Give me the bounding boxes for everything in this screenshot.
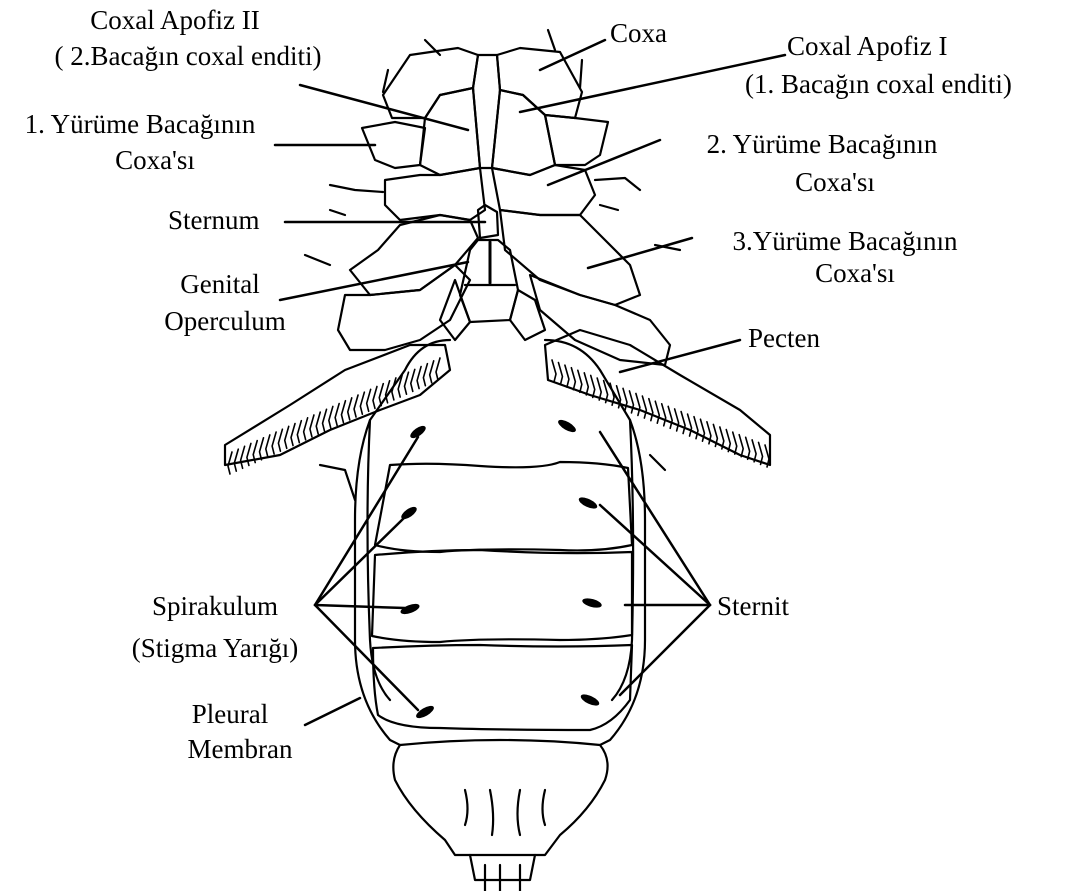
label-pleural-line2: Membran [170, 733, 310, 766]
pecten-tooth [404, 372, 408, 394]
pecten-teeth-left [228, 358, 440, 474]
pecten-tooth [700, 419, 704, 441]
pecten-tooth [354, 395, 358, 417]
metasoma [393, 740, 607, 891]
pecten-tooth [272, 432, 276, 454]
pecten-tooth [694, 417, 698, 439]
pecten-tooth [417, 367, 421, 389]
pecten-tooth [662, 404, 666, 426]
pecten-tooth [578, 370, 582, 392]
label-sternit: Sternit [717, 590, 789, 623]
pecten-tooth [304, 418, 308, 440]
pecten-tooth [558, 363, 562, 385]
pecten-tooth [234, 449, 238, 471]
label-yurume-1-line2: Coxa'sı [90, 144, 220, 177]
pecten-tooth [335, 404, 339, 426]
pecten-tooth [411, 369, 415, 391]
pecten-tooth [341, 401, 345, 423]
pecten-tooth [552, 360, 556, 382]
pecten-tooth [241, 446, 245, 468]
pecten-tooth [436, 358, 440, 380]
label-pecten: Pecten [748, 322, 820, 355]
pecten-tooth [739, 435, 743, 457]
pecten-tooth [373, 386, 377, 408]
pecten-tooth [623, 388, 627, 410]
coxa-plates [338, 48, 670, 365]
label-sternum: Sternum [168, 204, 260, 237]
pecten-tooth [323, 409, 327, 431]
pecten-tooth [367, 389, 371, 411]
pecten-tooth [348, 398, 352, 420]
label-pleural-line1: Pleural [170, 698, 290, 731]
label-coxal-apofiz-1-line1: Coxal Apofiz I [787, 30, 947, 63]
pecten-tooth [584, 373, 588, 395]
pecten-tooth [278, 429, 282, 451]
pecten-tooth [316, 412, 320, 434]
label-yurume-2-line1: 2. Yürüme Bacağının [672, 128, 972, 161]
mesosoma-body [355, 340, 645, 745]
pecten-tooth [285, 426, 289, 448]
pleural-legs [320, 455, 665, 500]
label-coxal-apofiz-1-line2: (1. Bacağın coxal enditi) [745, 68, 1012, 101]
label-yurume-3-line2: Coxa'sı [790, 257, 920, 290]
pecten-tooth [649, 399, 653, 421]
pecten-tooth [360, 392, 364, 414]
label-coxal-apofiz-2-line1: Coxal Apofiz II [60, 4, 290, 37]
pecten-tooth [247, 443, 251, 465]
pecten-tooth [629, 391, 633, 413]
pecten-tooth [266, 435, 270, 457]
pecten-tooth [571, 368, 575, 390]
pecten-tooth [329, 406, 333, 428]
pecten-tooth [642, 396, 646, 418]
label-coxa: Coxa [610, 17, 667, 50]
label-genital-line2: Operculum [140, 305, 310, 338]
label-genital-line1: Genital [150, 268, 290, 301]
pecten-tooth [668, 406, 672, 428]
pecten-tooth [675, 409, 679, 431]
pecten-tooth [260, 438, 264, 460]
pecten-tooth [310, 415, 314, 437]
pecten-left [225, 345, 450, 465]
pecten-teeth-right [552, 360, 769, 467]
pecten-tooth [688, 414, 692, 436]
label-yurume-3-line1: 3.Yürüme Bacağının [690, 225, 1000, 258]
leg-stubs [305, 30, 680, 265]
label-coxal-apofiz-2-line2: ( 2.Bacağın coxal enditi) [18, 40, 358, 73]
pecten-tooth [591, 375, 595, 397]
label-spirakulum-line1: Spirakulum [125, 590, 305, 623]
pecten-tooth [636, 393, 640, 415]
pecten-tooth [655, 401, 659, 423]
pecten-tooth [565, 365, 569, 387]
label-yurume-2-line2: Coxa'sı [770, 166, 900, 199]
label-yurume-1-line1: 1. Yürüme Bacağının [5, 108, 275, 141]
pecten-tooth [297, 421, 301, 443]
pecten-tooth [430, 361, 434, 383]
pecten-tooth [681, 412, 685, 434]
pecten-tooth [423, 364, 427, 386]
pecten-tooth [291, 424, 295, 446]
label-spirakulum-line2: (Stigma Yarığı) [100, 632, 330, 665]
